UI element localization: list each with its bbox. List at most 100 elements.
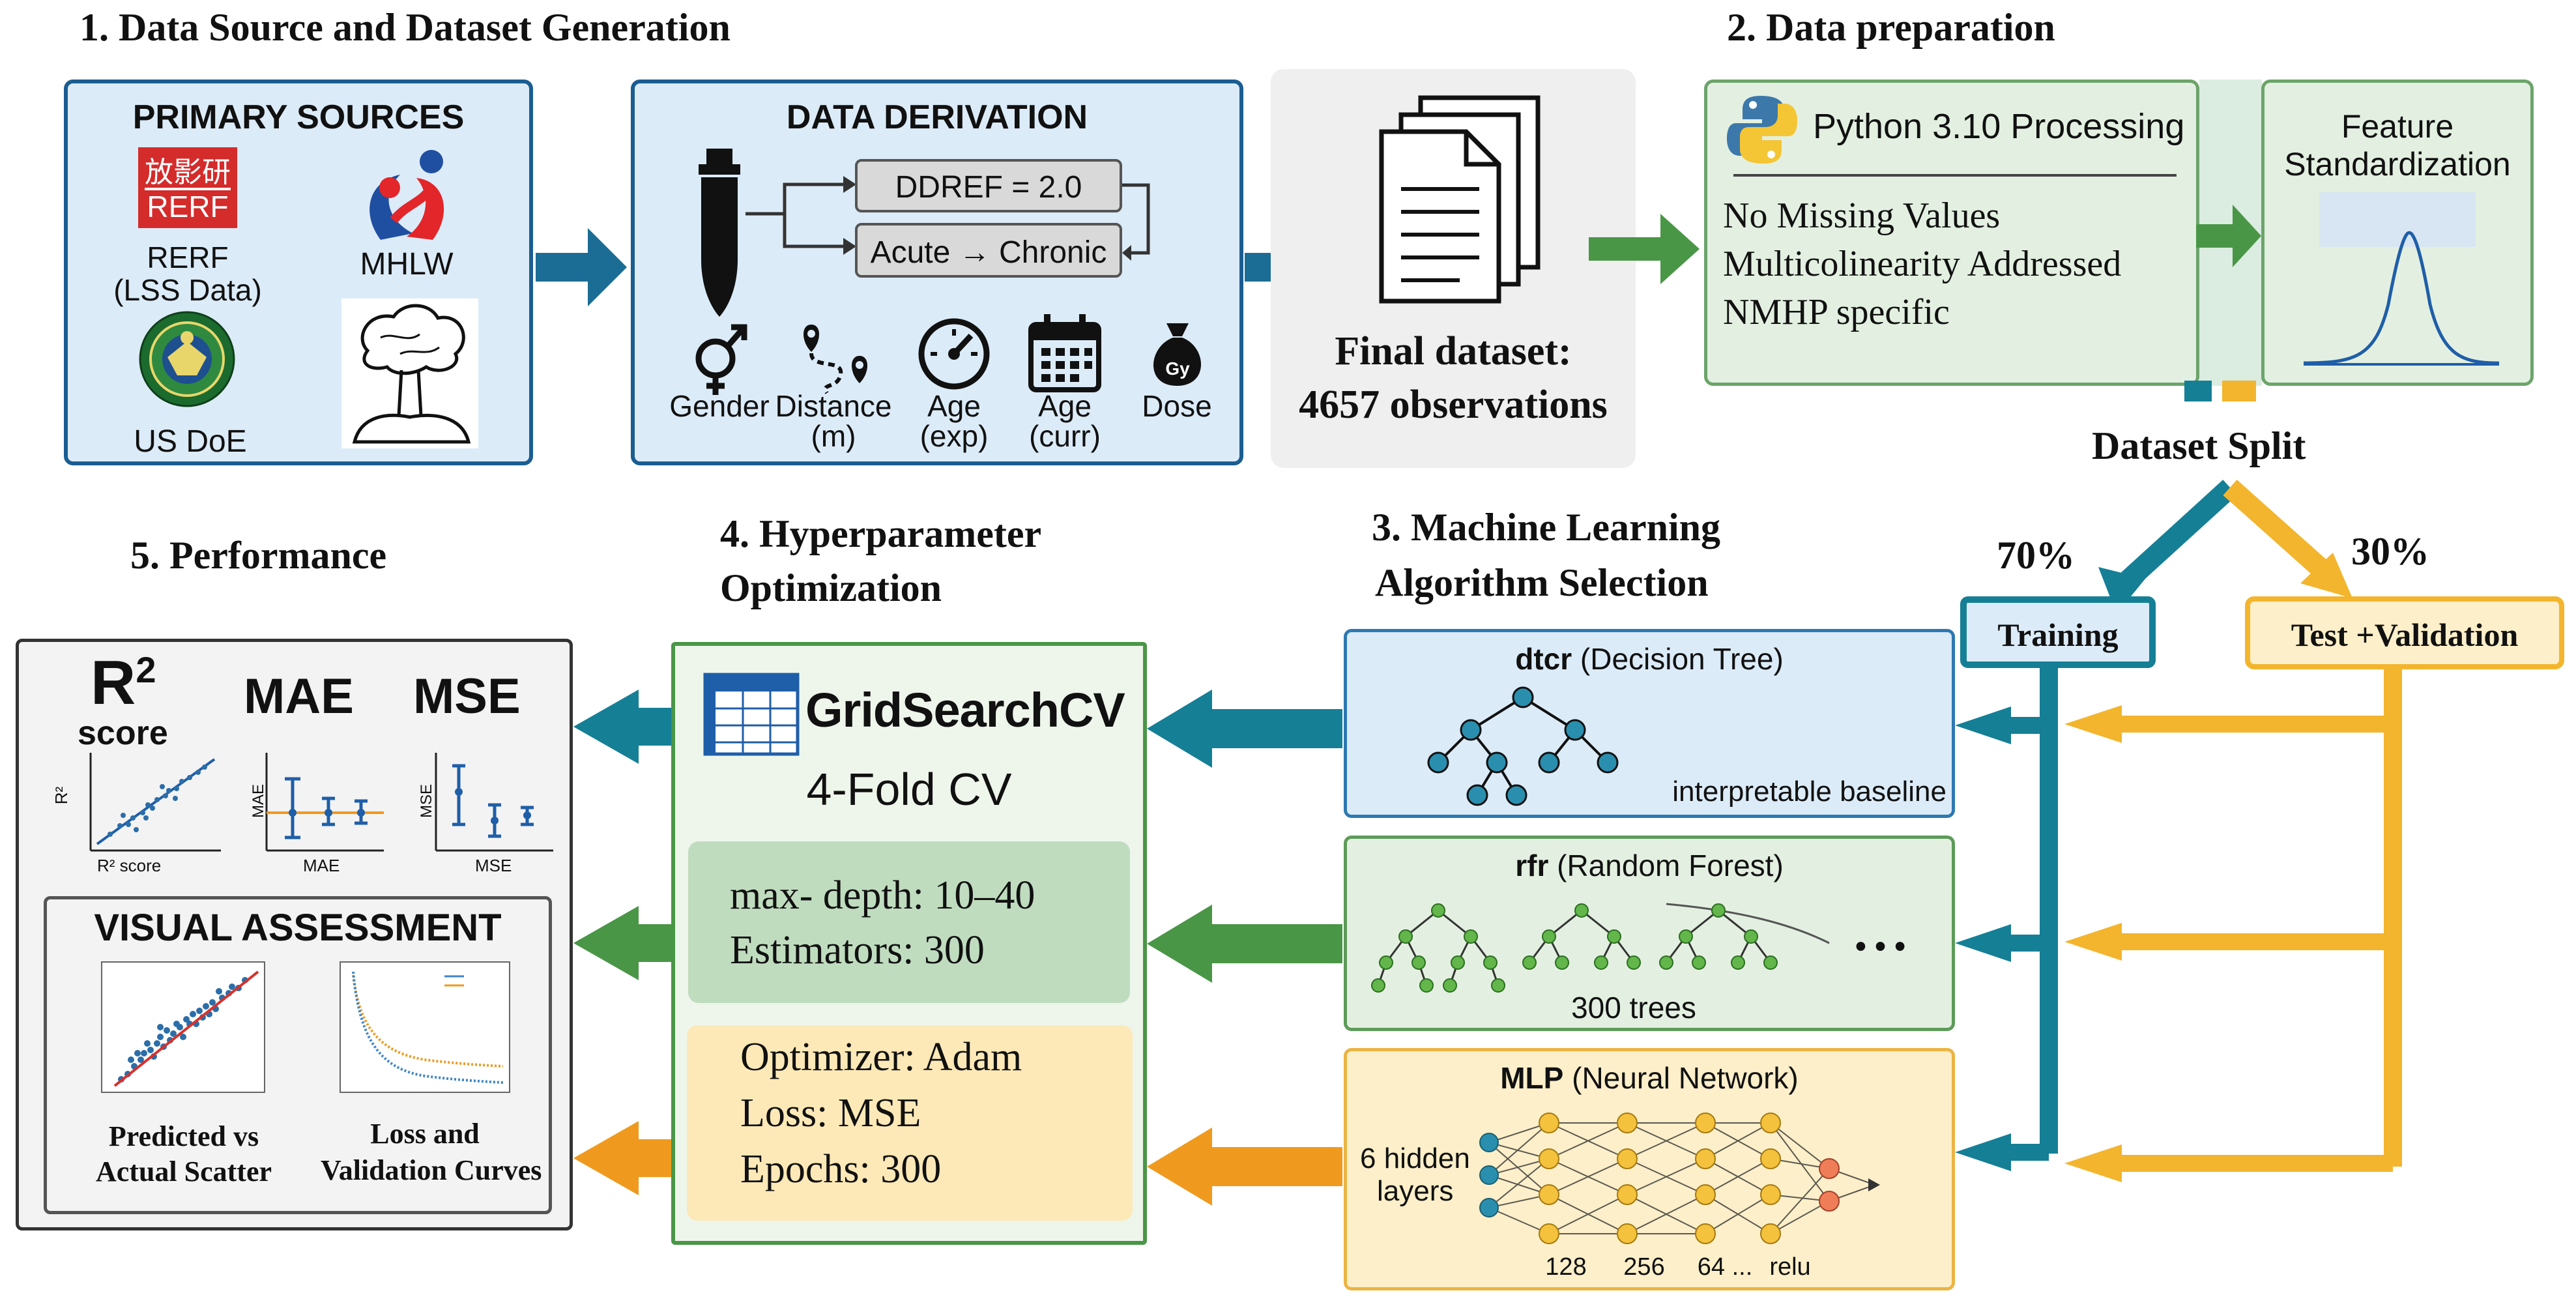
feature-gender: Gender [669,389,770,423]
model-rfr: rfr (Random Forest) • • • 300 trees [1344,836,1955,1031]
section-5-title: 5. Performance [130,534,387,577]
rfr-title: rfr (Random Forest) [1515,849,1784,882]
data-derivation-panel: DATA DERIVATION DDREF = 2.0 Acute → Chro… [631,80,1243,465]
feature-age-curr: Age [1038,389,1092,423]
feature-standardization-line1: Feature [2341,108,2454,145]
rerf-logo: 放影研 RERF [138,147,237,228]
mse-mini-chart [435,753,553,852]
ddref-label: DDREF = 2.0 [895,170,1082,205]
r2-mini-scatter [89,753,221,852]
hyperparameter-panel: GridSearchCV 4-Fold CV max- depth: 10–40… [671,642,1147,1245]
loop-arrow [1122,183,1150,261]
model-mlp: MLP (Neural Network) 6 hidden layers 128… [1344,1048,1955,1290]
optimizer-param: Optimizer: Adam [740,1035,1022,1079]
rerf-label: RERF [147,240,229,274]
ddref-box: DDREF = 2.0 [855,159,1122,212]
r2-axis-x: R² score [97,856,162,875]
rerf-logo-text: RERF [147,190,229,224]
training-label: Training [1997,617,2119,653]
prep-item-no-missing: No Missing Values [1723,196,2001,236]
r2-axis-y: R² [51,786,72,805]
loss-caption-2: Validation Curves [321,1154,542,1186]
mae-axis-x: MAE [303,856,340,875]
loss-caption-1: Loss and [370,1118,480,1150]
gender-icon [695,324,747,395]
feature-age-exp-sub: (exp) [919,419,989,453]
us-doe-seal-icon [139,311,235,407]
loss-validation-curves [340,961,510,1093]
section-3-title-line2: Algorithm Selection [1375,561,1709,604]
epochs-param: Epochs: 300 [740,1147,942,1191]
mlp-layers-label: layers [1377,1175,1454,1207]
feature-age-curr-sub: (curr) [1029,419,1101,453]
data-derivation-heading: DATA DERIVATION [786,98,1088,136]
primary-sources-heading: PRIMARY SOURCES [132,98,465,136]
loss-param: Loss: MSE [740,1091,921,1135]
calendar-icon [1028,314,1101,392]
dose-bag-icon [1153,323,1202,386]
split-train-pct: 70% [1997,534,2075,577]
primary-sources-panel: PRIMARY SOURCES 放影研 RERF RERF (LSS Data)… [64,80,533,465]
section-4-title-line1: 4. Hyperparameter [720,512,1042,555]
gauge-icon [918,318,990,390]
section-1-title: 1. Data Source and Dataset Generation [80,6,731,49]
model-dtcr: dtcr (Decision Tree) interpretable basel… [1344,629,1955,818]
test-validation-box: Test +Validation [2245,596,2564,669]
dose-unit: Gy [1165,358,1190,379]
feature-standardization-panel: Feature Standardization [2261,80,2534,386]
route-pin-icon [803,325,867,394]
dtcr-title: dtcr (Decision Tree) [1515,642,1784,676]
max-depth-param: max- depth: 10–40 [730,873,1035,918]
divider [1733,174,2177,177]
mlp-size-3: 64 ... [1697,1253,1753,1281]
scatter-caption-1: Predicted vs [108,1120,259,1152]
mse-axis-y: MSE [418,783,436,819]
rfr-more-dots: • • • [1855,929,1906,964]
decision-tree-icon [1427,686,1619,806]
final-dataset-label: Final dataset: [1335,329,1572,373]
mhlw-logo-icon [369,150,444,240]
derivation-connector [745,176,856,255]
prep-item-nmhp: NMHP specific [1723,292,1950,332]
python-processing-label: Python 3.10 Processing [1813,107,2185,146]
us-doe-label: US DoE [134,424,247,459]
mushroom-cloud-icon [341,298,478,448]
feature-distance: Distance [775,389,892,423]
mlp-activation: relu [1769,1253,1811,1281]
visual-assessment-box: VISUAL ASSESSMENT Predicted vs [44,896,552,1214]
final-dataset-count: 4657 observations [1299,383,1608,427]
rerf-logo-kanji: 放影研 [145,156,231,189]
section-2-title: 2. Data preparation [1727,6,2055,49]
dtcr-note: interpretable baseline [1672,776,1946,808]
mlp-params-box: Optimizer: Adam Loss: MSE Epochs: 300 [687,1025,1133,1221]
final-dataset-panel: Final dataset: 4657 observations [1271,69,1636,468]
random-forest-icon [1371,903,1830,993]
split-connector-blue [2184,381,2212,401]
python-processing-panel: Python 3.10 Processing No Missing Values… [1704,80,2199,386]
acute-chronic-label: Acute → Chronic [870,235,1107,270]
python-logo-icon [1727,96,1797,164]
mae-mini-chart [265,753,384,852]
r2-label: R2 [91,648,156,718]
mlp-title: MLP (Neural Network) [1500,1061,1799,1095]
tree-params-box: max- depth: 10–40 Estimators: 300 [688,841,1130,1003]
rfr-note: 300 trees [1571,991,1696,1025]
arrow-dataset-to-prep [1589,214,1700,284]
training-box: Training [1960,596,2156,668]
section-3-title-line1: 3. Machine Learning [1372,506,1720,549]
normal-curve-icon [2303,231,2500,366]
mhlw-label: MHLW [360,247,454,282]
mse-axis-x: MSE [475,856,512,875]
mlp-size-1: 128 [1545,1253,1587,1281]
rerf-label-sub: (LSS Data) [113,273,262,307]
document-stack-icon [1379,95,1541,304]
neural-network-icon [1479,1113,1880,1244]
mlp-hidden-label: 6 hidden [1360,1143,1470,1174]
split-connector-yellow [2222,381,2256,401]
feature-age-exp: Age [927,389,981,423]
bomb-icon [699,149,740,317]
mlp-size-2: 256 [1623,1253,1665,1281]
acute-chronic-box: Acute → Chronic [855,223,1122,278]
performance-panel: R2 score MAE MSE R² R² score MAE MAE [16,639,573,1230]
fold-label: 4-Fold CV [806,764,1012,815]
